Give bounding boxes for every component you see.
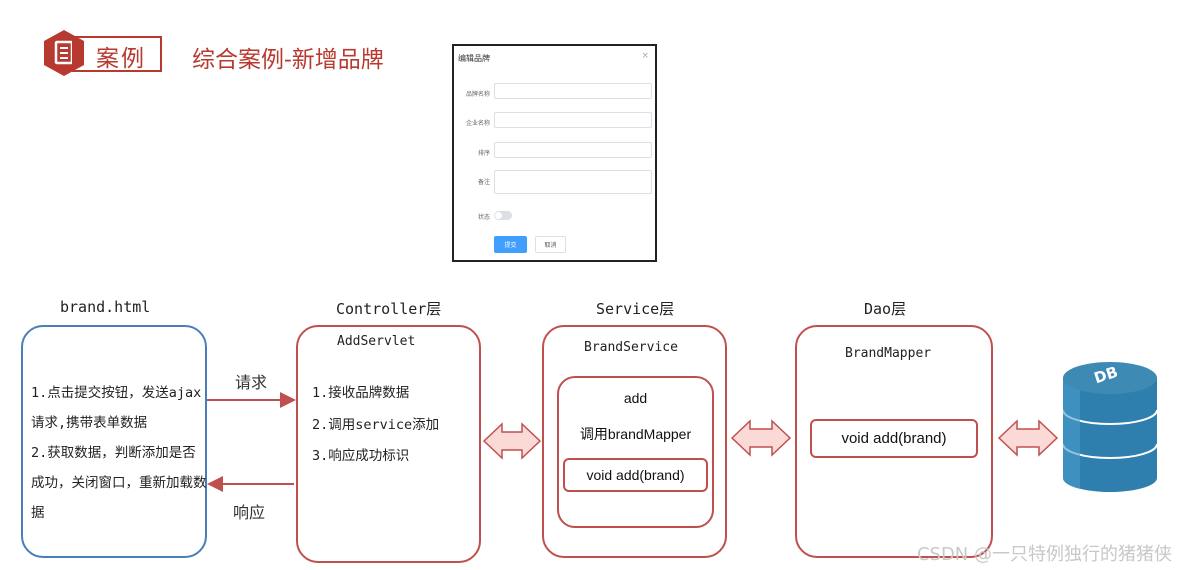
cancel-button[interactable]: 取消 [535, 236, 566, 253]
request-label: 请求 [235, 373, 268, 392]
field-label-brand-name: 品牌名称 [465, 91, 490, 98]
service-layer-title: Service层 [596, 300, 675, 318]
field-label-ordered: 排序 [477, 150, 490, 157]
service-method-name: add [623, 390, 648, 406]
case-badge-frame [72, 36, 162, 72]
frontend-layer-title: brand.html [60, 298, 151, 316]
status-toggle[interactable] [494, 211, 512, 220]
frontend-steps: 1.点击提交按钮，发送ajax请求,携带表单数据 2.获取数据，判断添加是否成功… [31, 378, 207, 528]
dao-name: BrandMapper [845, 346, 932, 361]
frontend-step-2: 2.获取数据，判断添加是否成功，关闭窗口，重新加载数据 [31, 445, 207, 521]
controller-name: AddServlet [337, 334, 416, 349]
dialog-title: 编辑品牌 [458, 54, 490, 63]
service-method-call: 调用brandMapper [579, 426, 692, 442]
controller-service-double-arrow [482, 422, 542, 460]
ordered-input[interactable] [494, 142, 652, 158]
brand-name-input[interactable] [494, 83, 652, 99]
dao-db-double-arrow [997, 419, 1059, 457]
case-badge-label: 案例 [96, 46, 146, 72]
controller-step-1: 1.接收品牌数据 [312, 385, 410, 401]
field-label-description: 备注 [477, 179, 490, 186]
csdn-watermark: CSDN @一只特例独行的猪猪侠 [916, 544, 1172, 565]
service-signature-box: void add(brand) [563, 458, 708, 492]
edit-brand-dialog: 编辑品牌 × 品牌名称 企业名称 排序 备注 状态 提交 取消 [452, 44, 657, 262]
field-label-status: 状态 [477, 214, 490, 221]
submit-button[interactable]: 提交 [494, 236, 527, 253]
service-add-method-box [557, 376, 714, 528]
company-name-input[interactable] [494, 112, 652, 128]
description-textarea[interactable] [494, 170, 652, 194]
dao-layer-title: Dao层 [864, 300, 907, 318]
service-name: BrandService [584, 340, 678, 355]
database-icon [1062, 362, 1158, 492]
case-title: 综合案例-新增品牌 [192, 47, 384, 73]
frontend-step-1: 1.点击提交按钮，发送ajax请求,携带表单数据 [31, 385, 202, 431]
controller-step-2: 2.调用service添加 [312, 417, 440, 433]
frontend-box [21, 325, 207, 558]
dao-signature-box: void add(brand) [810, 419, 978, 458]
service-dao-double-arrow [730, 419, 792, 457]
controller-step-3: 3.响应成功标识 [312, 448, 410, 464]
response-label: 响应 [233, 503, 266, 522]
dao-box [795, 325, 993, 558]
controller-layer-title: Controller层 [336, 300, 442, 318]
controller-box [296, 325, 481, 563]
close-icon[interactable]: × [641, 51, 649, 61]
field-label-company-name: 企业名称 [465, 120, 490, 127]
